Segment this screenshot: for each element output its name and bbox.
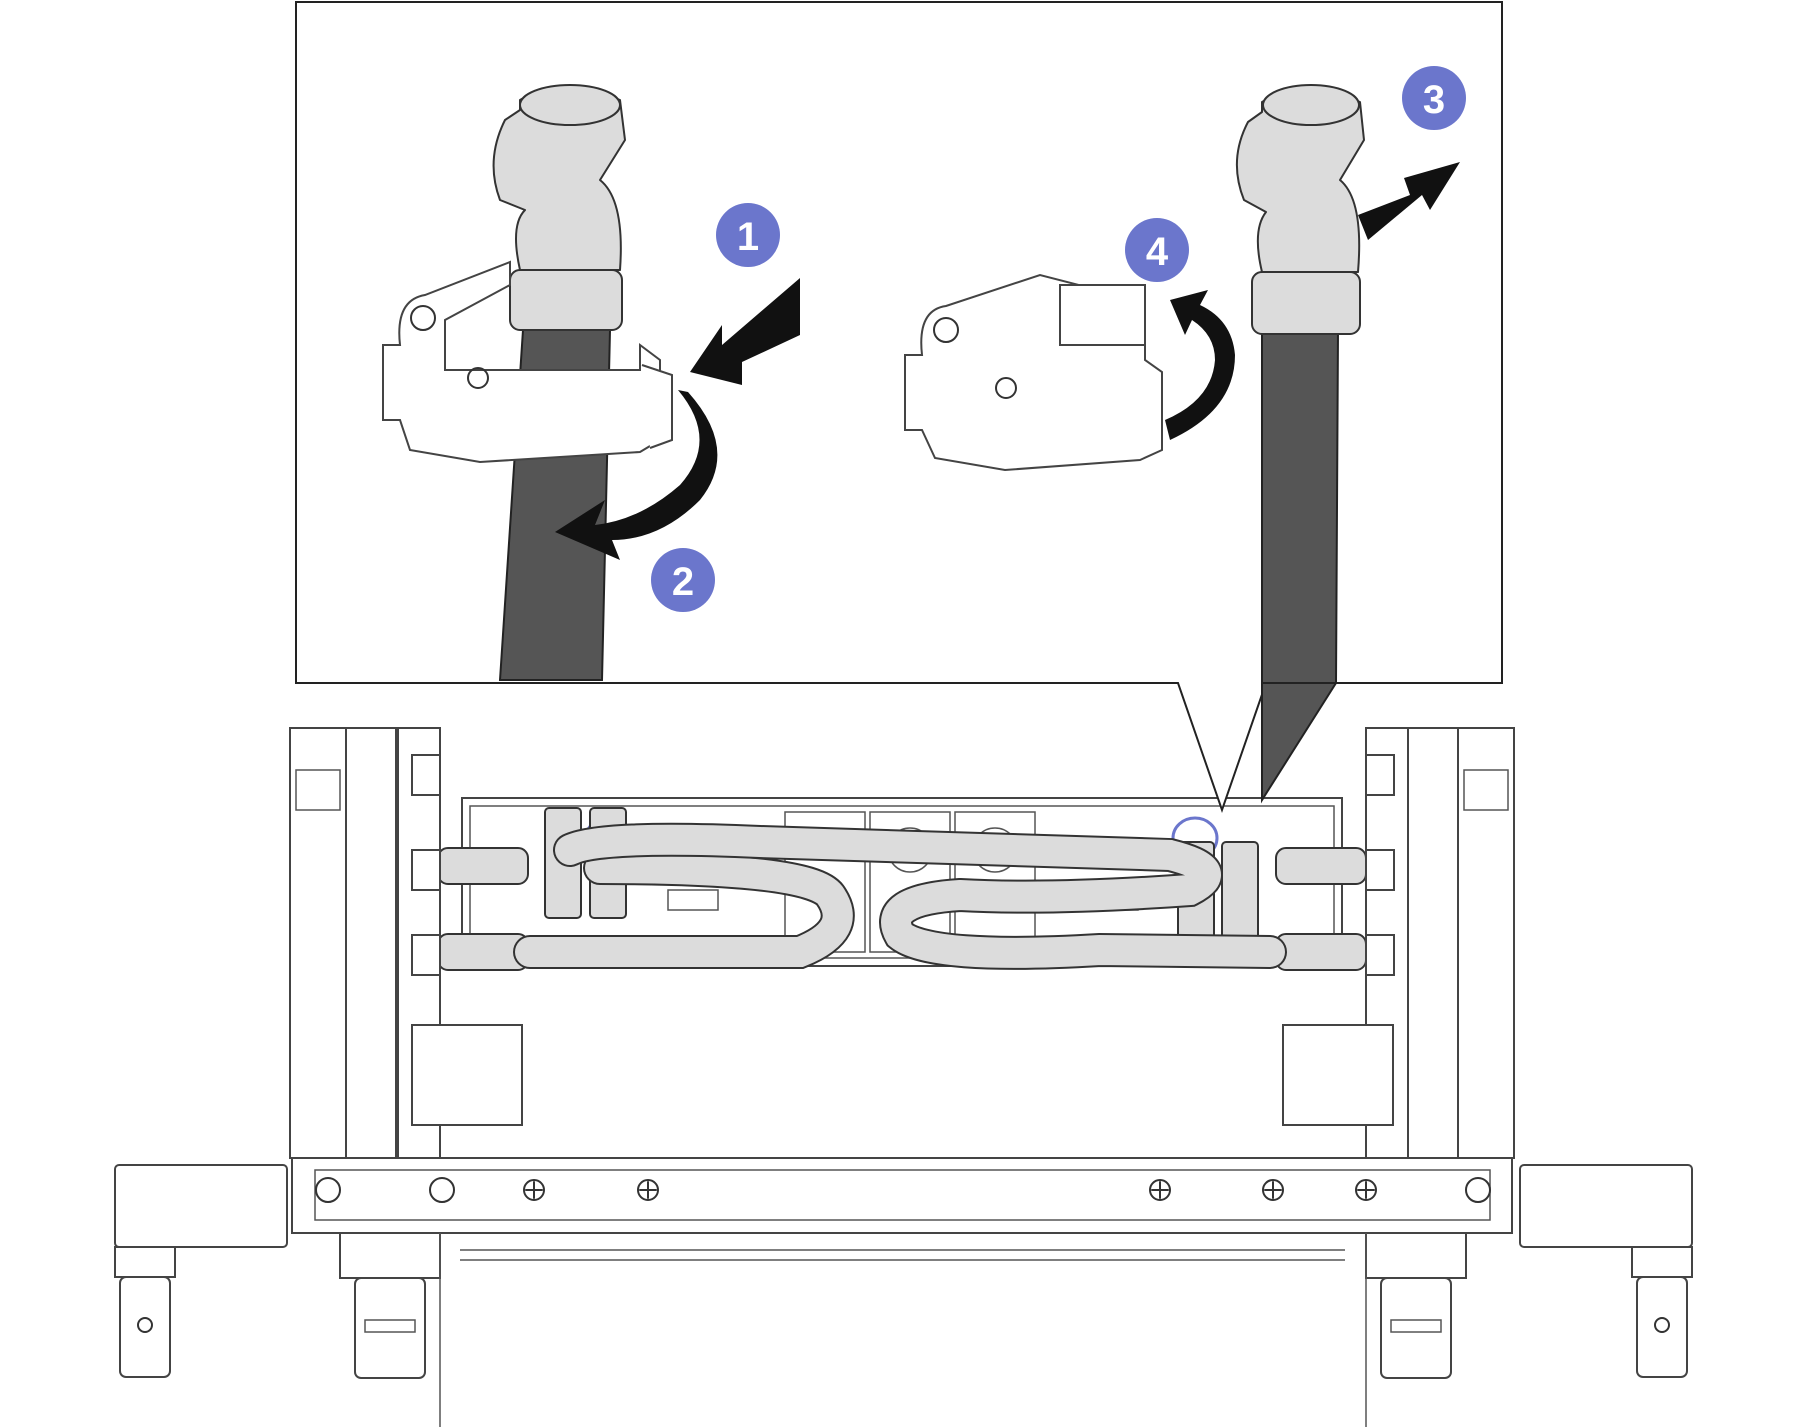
step-badge-4: 4 — [1125, 218, 1189, 282]
step-badge-1: 1 — [716, 203, 780, 267]
arrow-right-icon — [1358, 162, 1460, 240]
manifold-assembly — [411, 754, 1395, 976]
step-badge-3: 3 — [1402, 66, 1466, 130]
right-hose-assembly — [904, 84, 1365, 804]
step-badge-3-label: 3 — [1423, 78, 1445, 122]
right-hose-fitting-top — [1262, 84, 1360, 126]
left-hose-collar — [509, 269, 623, 331]
step-badge-2-label: 2 — [672, 560, 694, 604]
rack-left-post-outer — [289, 727, 347, 1159]
curved-arrow-icon — [1165, 290, 1235, 440]
right-hose — [1261, 329, 1340, 684]
left-side-arm — [114, 1164, 288, 1248]
rack-left-block — [295, 769, 341, 811]
rail-fittings — [411, 754, 1395, 976]
left-clip-bracket — [382, 260, 661, 464]
step-badge-1-label: 1 — [737, 215, 759, 259]
left-hose-fitting-top — [519, 84, 621, 126]
left-inner-caster — [339, 1232, 441, 1379]
rack-right-post-inner — [1407, 727, 1459, 1159]
callout: 1 2 3 4 — [295, 1, 1503, 814]
right-hose-collar — [1251, 271, 1361, 335]
left-bracket — [411, 1024, 523, 1126]
right-outer-caster — [1631, 1246, 1693, 1378]
arrow-left-icon — [690, 278, 800, 385]
left-outer-caster — [114, 1246, 176, 1378]
left-hose-assembly — [382, 84, 673, 681]
right-connectors — [1177, 841, 1367, 971]
crossbar-bolts — [315, 1177, 1491, 1203]
left-hose-fitting — [492, 86, 626, 271]
curved-arrow-icon — [555, 390, 718, 560]
right-hose-lower — [1261, 682, 1338, 804]
step-badge-4-label: 4 — [1146, 230, 1169, 274]
step-badge-2: 2 — [651, 548, 715, 612]
right-side-arm — [1519, 1164, 1693, 1248]
right-inner-caster — [1365, 1232, 1467, 1379]
rack-left-post-inner — [345, 727, 397, 1159]
rack-right-block — [1463, 769, 1509, 811]
left-clip-latch — [641, 364, 673, 449]
right-clip-block — [1059, 284, 1146, 346]
right-bracket — [1282, 1024, 1394, 1126]
rack-right-post-outer — [1457, 727, 1515, 1159]
manifold-hoses — [513, 822, 1287, 970]
